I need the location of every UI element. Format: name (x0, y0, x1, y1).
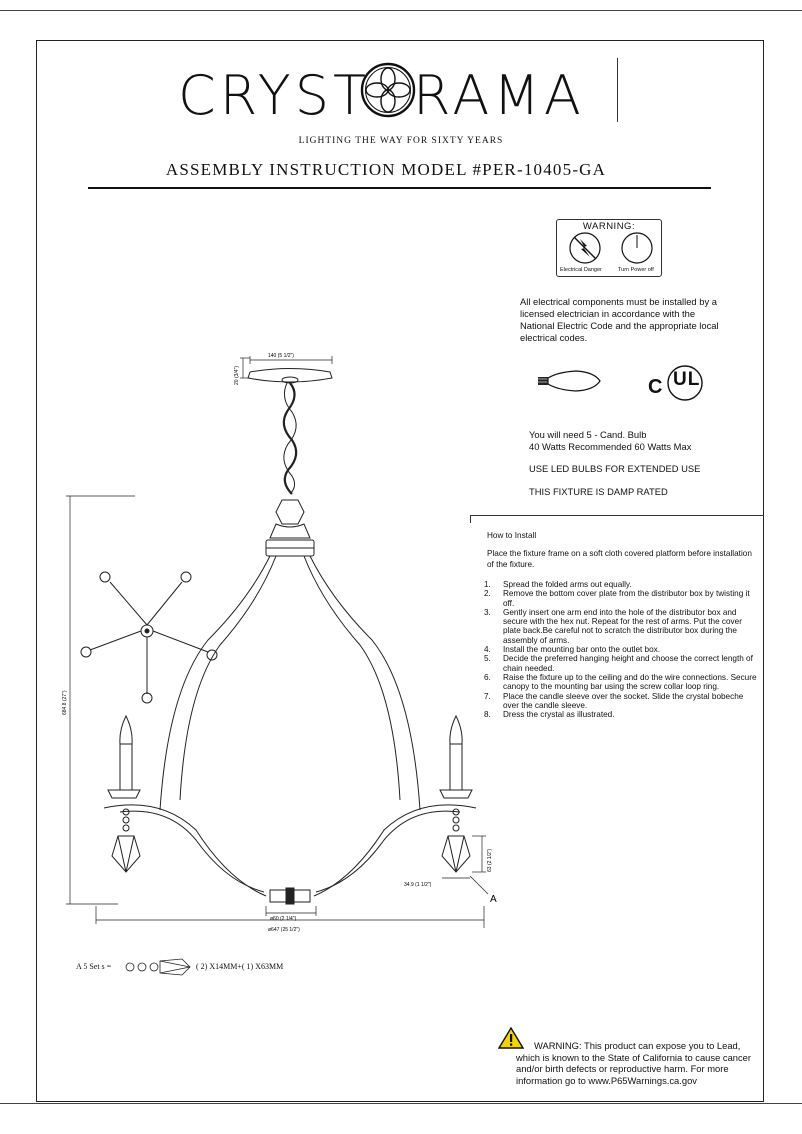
canopy-height-dim: 20 (3/4") (234, 366, 240, 385)
overall-width-dim: ø647 (25 1/2") (268, 927, 300, 933)
ul-mark-text: UL (673, 369, 701, 390)
frame-left-inner (179, 555, 277, 801)
crystal-width-dim: 34.9 (1 1/2") (404, 882, 432, 888)
install-section-divider (470, 515, 764, 516)
brand-header: CRYST RAMA (0, 58, 802, 128)
bottom-width-dim: ø60 (2 1/4") (270, 916, 297, 922)
install-step: 4.Install the mounting bar onto the outl… (484, 645, 661, 655)
page-top-rule (0, 10, 802, 11)
brand-name-right: RAMA (413, 64, 585, 127)
canopy (247, 368, 333, 383)
finial-neck (269, 523, 311, 539)
install-step: 3.Gently insert one arm end into the hol… (484, 607, 742, 645)
prop65-warning-icon (498, 1027, 524, 1049)
brand-name-left: CRYST (178, 64, 371, 127)
install-heading: How to Install (487, 531, 537, 540)
chain-link (283, 382, 297, 495)
install-section-divider-tick (470, 515, 471, 523)
bulb-wattage: 40 Watts Recommended 60 Watts Max (529, 441, 692, 452)
arm-top-view (80, 571, 218, 704)
brand-divider (617, 58, 618, 122)
candle-bulb-left (119, 714, 133, 745)
lower-arm-right (313, 804, 477, 897)
install-step: 1.Spread the folded arms out equally. (484, 580, 632, 589)
bulb-requirements: You will need 5 - Cand. Bulb 40 Watts Re… (529, 429, 691, 453)
lower-arm-left-inner (119, 810, 265, 893)
prop65-line-4: information go to www.P65Warnings.ca.gov (516, 1074, 697, 1086)
prop65-line-2: which is known to the State of Californi… (516, 1051, 752, 1063)
power-off-caption: Turn Power off (618, 267, 654, 273)
install-step: 7.Place the candle sleeve over the socke… (484, 691, 744, 710)
frame-right-inner (303, 555, 401, 801)
prop65-line-3: and/or birth defects or reproductive har… (516, 1063, 729, 1074)
ul-certification-mark: C UL (648, 364, 710, 404)
page-bottom-rule (0, 1103, 802, 1104)
ul-circle-icon (667, 365, 703, 401)
chain (282, 382, 298, 495)
frame-right (309, 555, 421, 811)
power-off-icon (621, 232, 653, 264)
electrical-notice: All electrical components must be instal… (520, 296, 719, 343)
parts-label: A 5 Set s = (76, 962, 112, 971)
candle-bulb-right (449, 714, 463, 745)
crystal-logo-icon (360, 62, 416, 118)
crystal-height-dim: 63 (2 1/2") (487, 848, 493, 872)
document-frame (36, 40, 764, 1102)
document-title: ASSEMBLY INSTRUCTION MODEL #PER-10405-GA (165, 160, 607, 179)
bulb-quantity: You will need 5 - Cand. Bulb (529, 429, 647, 440)
ul-prefix: C (648, 376, 663, 398)
finial (275, 499, 305, 525)
install-steps: 1.Spread the folded arms out equally. 2.… (484, 580, 760, 719)
install-step: 5.Decide the preferred hanging height an… (484, 654, 753, 673)
candelabra-bulb-icon (538, 370, 601, 392)
electrical-danger-caption: Electrical Danger (560, 267, 602, 273)
canopy-width-dim: 140 (5 1/2") (268, 353, 294, 359)
lower-arm-left (103, 804, 267, 897)
led-note: USE LED BULBS FOR EXTENDED USE (529, 463, 701, 474)
lower-arm-right-inner (315, 810, 461, 893)
electrical-danger-icon (569, 232, 601, 264)
crystal-left (111, 835, 141, 873)
install-step: 8.Dress the crystal as illustrated. (484, 710, 615, 720)
damp-rating-note: THIS FIXTURE IS DAMP RATED (529, 486, 668, 497)
crystal-right (441, 835, 471, 873)
brand-tagline: LIGHTING THE WAY FOR SIXTY YEARS (298, 136, 504, 146)
prop65-line-1: WARNING: This product can expose you to … (534, 1040, 741, 1051)
overall-height-dim: 684.8 (27") (62, 690, 68, 715)
parts-spec: ( 2) X14MM+( 1) X63MM (196, 962, 284, 971)
crystal-set-icon (125, 958, 191, 976)
install-step: 2.Remove the bottom cover plate from the… (484, 589, 750, 608)
electrical-warning-box: WARNING: Electrical Danger Turn Power of… (556, 219, 662, 277)
prop65-warning: WARNING: This product can expose you to … (516, 1040, 766, 1086)
install-intro: Place the fixture frame on a soft cloth … (487, 549, 752, 569)
frame-left (159, 555, 271, 811)
install-step: 6.Raise the fixture up to the ceiling an… (484, 672, 757, 692)
warning-box-title: WARNING: (582, 221, 636, 232)
title-underline (88, 187, 711, 189)
crystal-callout: A (490, 894, 497, 905)
